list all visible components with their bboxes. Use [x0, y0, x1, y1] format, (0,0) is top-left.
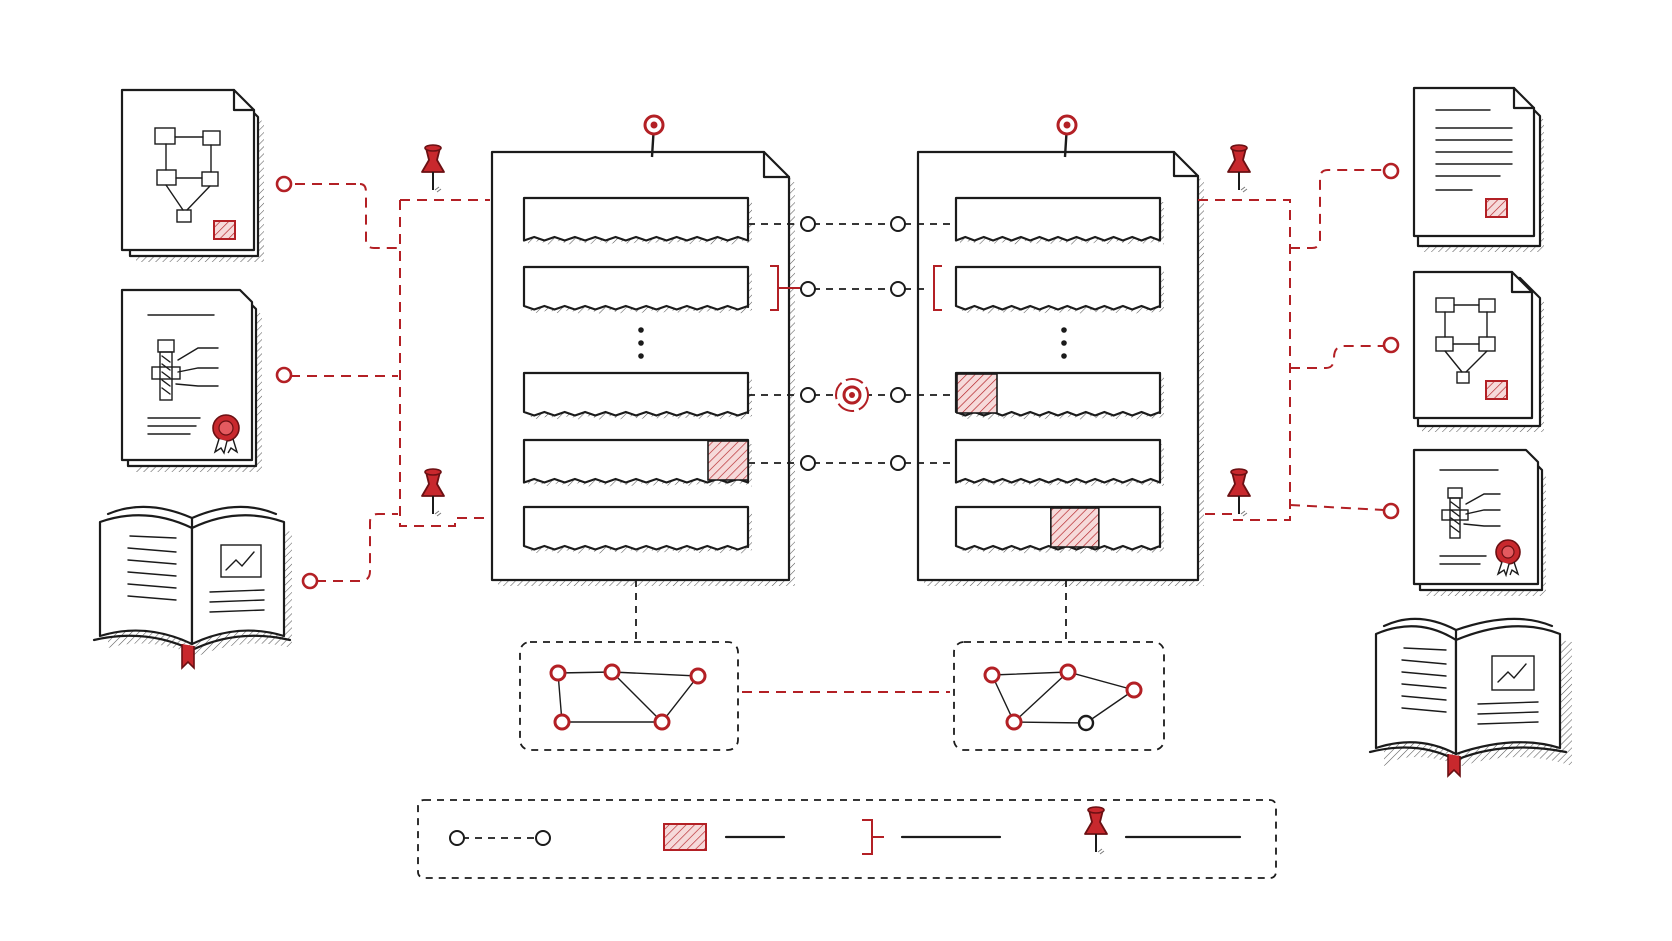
row-link-4 [748, 455, 956, 471]
row-link-2 [770, 265, 942, 311]
document-row-field [954, 196, 1162, 242]
row-link-3 [748, 378, 956, 412]
document-row-field [522, 265, 750, 311]
document-row-field [954, 265, 1162, 311]
link-node [1382, 162, 1400, 180]
link-node [301, 572, 319, 590]
legend-matched-pair-icon [449, 830, 551, 846]
left-open-book-icon [92, 505, 292, 670]
document-row-field [522, 196, 750, 242]
link-node [275, 175, 293, 193]
ellipsis-dot [1061, 353, 1067, 359]
ellipsis-dot [1061, 340, 1067, 346]
document-row-field [954, 371, 1162, 417]
graph-node [1005, 713, 1023, 731]
right-text-document-icon [1412, 86, 1544, 252]
legend-bracket-icon [862, 819, 1002, 855]
ellipsis-dot [1061, 327, 1067, 333]
ring-pin-icon [643, 114, 665, 159]
right-patent-document-icon [1412, 448, 1546, 596]
graph-node [653, 713, 671, 731]
left-graph-box [519, 641, 739, 751]
ellipsis-dot [638, 327, 644, 333]
graph-node [689, 667, 707, 685]
link-node [1382, 502, 1400, 520]
legend-pushpin-icon [1084, 806, 1242, 855]
pushpin-icon [421, 468, 445, 517]
right-open-book-icon [1368, 617, 1572, 778]
link-node [275, 366, 293, 384]
graph-node [553, 713, 571, 731]
graph-node [1077, 714, 1095, 732]
hatched-span [707, 440, 749, 481]
legend-box [417, 799, 1277, 879]
ellipsis-dot [638, 353, 644, 359]
right-graph-box [953, 641, 1165, 751]
left-graph [549, 663, 707, 731]
graph-node [603, 663, 621, 681]
left-document-rows [522, 196, 752, 554]
document-row-field [522, 505, 750, 551]
right-flowchart-document-icon [1412, 270, 1544, 432]
graph-node [1125, 681, 1143, 699]
legend-hatched-span-icon [663, 823, 786, 851]
document-row-field [522, 371, 750, 417]
document-row-field [954, 438, 1162, 484]
hatched-span [956, 373, 998, 414]
right-graph [983, 663, 1143, 732]
left-collector-line [399, 200, 490, 527]
ring-pin-icon [1056, 114, 1078, 159]
right-collector-line [1198, 199, 1291, 521]
graph-node [983, 666, 1001, 684]
left-patent-document-icon [120, 288, 262, 472]
right-document-rows [954, 196, 1164, 554]
hatched-span [1050, 507, 1100, 548]
link-node [1382, 336, 1400, 354]
pushpin-icon [1227, 468, 1251, 517]
graph-node [549, 664, 567, 682]
row-link-1 [748, 216, 956, 232]
graph-node [1059, 663, 1077, 681]
ellipsis-dot [638, 340, 644, 346]
pushpin-icon [421, 144, 445, 193]
pushpin-icon [1227, 144, 1251, 193]
left-flowchart-document-icon [120, 88, 264, 262]
